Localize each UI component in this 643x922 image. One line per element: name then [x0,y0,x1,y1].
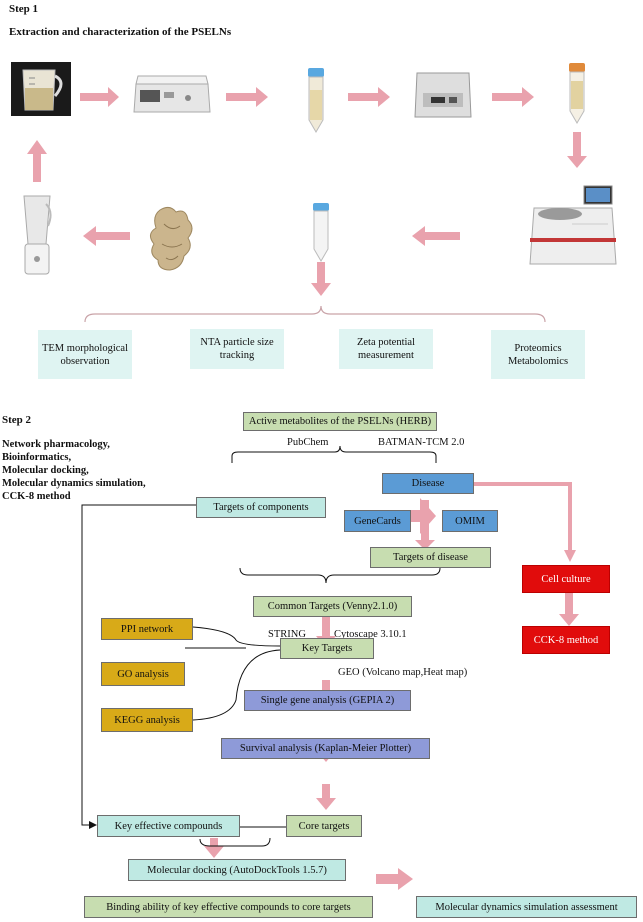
lab-instrument-photo [414,72,472,118]
method-item: CCK-8 method [2,491,71,502]
string-label: STRING [268,629,306,640]
go-analysis-box: GO analysis [101,662,185,686]
genecards-box: GeneCards [344,510,411,532]
centrifuge-tube-photo [308,68,324,133]
step1-subtitle: Extraction and characterization of the P… [9,26,232,38]
centrifuge-photo [133,75,211,113]
disease-box: Disease [382,473,474,494]
survival-box: Survival analysis (Kaplan-Meier Plotter) [221,738,430,759]
key-compounds-box: Key effective compounds [97,815,240,837]
core-targets-box: Core targets [286,815,362,837]
omics-box: Proteomics Metabolomics [491,330,585,379]
cck8-box: CCK-8 method [522,626,610,654]
centrifuge-tube-photo [313,203,329,262]
cytoscape-label: Cytoscape 3.10.1 [334,629,407,640]
active-metabolites-box: Active metabolites of the PSELNs (HERB) [243,412,437,431]
step1-title: Step 1 [9,3,39,15]
common-targets-box: Common Targets (Venny2.1.0) [253,596,412,617]
batman-label: BATMAN-TCM 2.0 [378,437,465,448]
ppi-network-box: PPI network [101,618,193,640]
method-item: Molecular docking, [2,465,89,476]
tem-box: TEM morphological observation [38,330,132,379]
single-gene-box: Single gene analysis (GEPIA 2) [244,690,411,711]
targets-components-box: Targets of components [196,497,326,518]
omim-box: OMIM [442,510,498,532]
geo-label: GEO (Volcano map,Heat map) [338,667,468,678]
nta-box: NTA particle size tracking [190,329,284,369]
md-assessment-box: Molecular dynamics simulation assessment [416,896,637,918]
blender-photo [23,195,52,275]
step2-title: Step 2 [2,414,32,426]
kegg-analysis-box: KEGG analysis [101,708,193,732]
binding-box: Binding ability of key effective compoun… [84,896,373,918]
zeta-box: Zeta potential measurement [339,329,433,369]
measuring-cup-photo [11,62,71,116]
pubchem-label: PubChem [287,437,329,448]
method-item: Network pharmacology, [2,439,110,450]
cell-culture-box: Cell culture [522,565,610,593]
method-item: Bioinformatics, [2,452,72,463]
ginger-photo [150,206,193,271]
ultracentrifuge-photo [529,185,617,265]
centrifuge-tube-photo [569,63,585,124]
step2-methods: Network pharmacology, Bioinformatics, Mo… [2,438,146,503]
targets-disease-box: Targets of disease [370,547,491,568]
method-item: Molecular dynamics simulation, [2,478,146,489]
docking-box: Molecular docking (AutoDockTools 1.5.7) [128,859,346,881]
key-targets-box: Key Targets [280,638,374,659]
